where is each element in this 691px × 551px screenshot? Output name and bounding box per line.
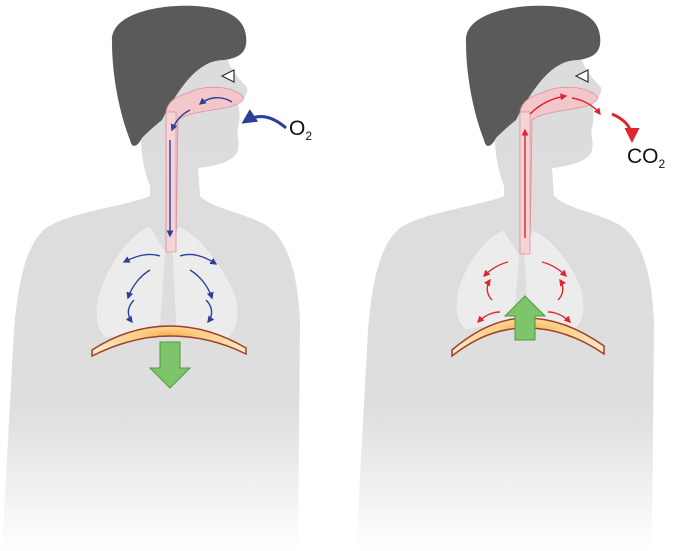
o2-intake-arrow <box>244 117 286 128</box>
o2-label: O2 <box>289 118 312 142</box>
trachea <box>166 112 176 252</box>
figure-inhalation <box>2 6 300 551</box>
co2-release-arrow <box>612 114 632 140</box>
co2-label: CO2 <box>627 146 665 170</box>
figure-exhalation <box>356 6 654 551</box>
